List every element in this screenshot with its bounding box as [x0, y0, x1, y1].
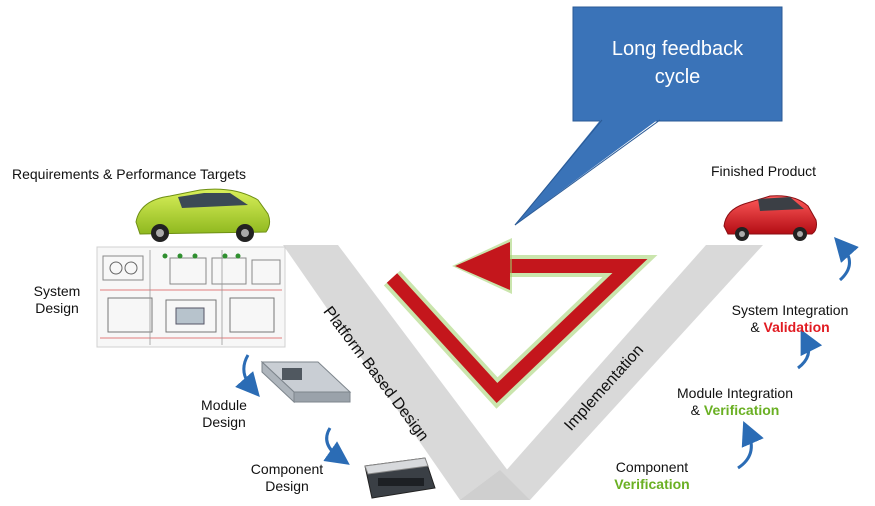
validation-text: Validation	[763, 319, 830, 335]
callout-line2: cycle	[654, 66, 701, 88]
module-design-line2: Design	[202, 414, 246, 430]
callout-text: Long feedback cycle	[573, 35, 782, 91]
system-design-label: System Design	[22, 283, 92, 317]
system-integration-line1: System Integration	[731, 302, 849, 318]
finished-product-label: Finished Product	[711, 163, 817, 179]
callout-line1: Long feedback	[611, 38, 744, 60]
system-integration-label: System Integration & Validation	[720, 302, 860, 336]
requirements-label: Requirements & Performance Targets	[12, 166, 246, 182]
module-image	[260, 360, 352, 404]
system-integration-line2: & Validation	[720, 319, 860, 336]
requirements-car-image	[127, 184, 274, 242]
module-design-line1: Module	[201, 397, 247, 413]
component-verification-label: Component Verification	[602, 459, 702, 493]
curve-arrow-module-to-system	[797, 329, 823, 370]
system-integration-prefix: &	[750, 319, 764, 335]
component-image	[364, 457, 436, 499]
module-integration-label: Module Integration & Verification	[660, 385, 810, 419]
component-design-label: Component Design	[237, 461, 337, 495]
callout-bubble	[514, 6, 783, 226]
curve-arrow-system-to-finished	[834, 237, 859, 282]
curve-arrow-system-to-module	[235, 354, 260, 398]
component-verification-text: Verification	[614, 476, 690, 492]
component-design-line1: Component	[250, 461, 324, 477]
implementation-band	[480, 245, 763, 500]
module-integration-line1: Module Integration	[677, 385, 793, 401]
verification-text: Verification	[703, 402, 780, 418]
feedback-arrow	[383, 238, 658, 409]
module-design-label: Module Design	[188, 397, 260, 431]
system-design-line2: Design	[35, 300, 79, 316]
system-design-schematic	[96, 246, 286, 348]
module-integration-prefix: &	[690, 402, 704, 418]
curve-arrow-module-to-component	[323, 427, 350, 465]
component-design-line2: Design	[265, 478, 309, 494]
curve-arrow-component-to-module	[737, 420, 764, 470]
system-design-line1: System	[33, 283, 81, 299]
module-integration-line2: & Verification	[660, 402, 810, 419]
platform-design-band	[283, 245, 530, 500]
component-verification-line1: Component	[615, 459, 689, 475]
finished-product-image	[719, 181, 821, 241]
